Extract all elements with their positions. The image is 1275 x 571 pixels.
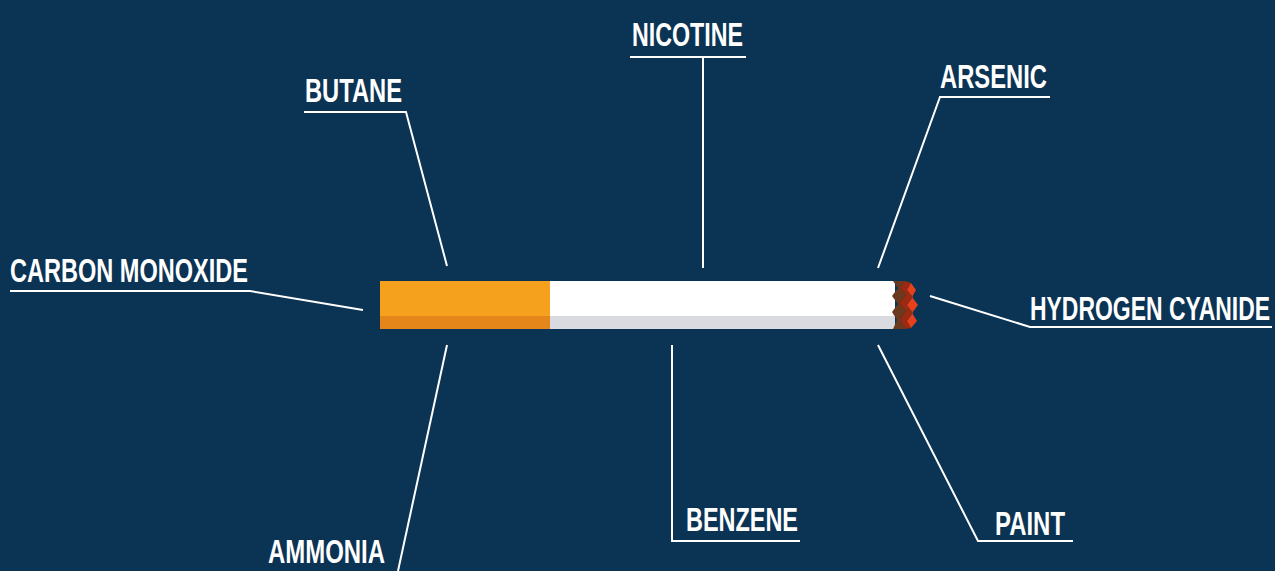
chemical-label: ARSENIC	[940, 59, 1047, 93]
chemical-label: HYDROGEN CYANIDE	[1030, 291, 1270, 325]
chemical-label: BUTANE	[305, 73, 402, 107]
chemical-label: AMMONIA	[268, 534, 385, 568]
chemical-label: PAINT	[995, 506, 1065, 540]
chemical-label: BENZENE	[686, 502, 798, 536]
cigarette	[380, 281, 918, 329]
chemical-label: NICOTINE	[632, 17, 743, 51]
leader-lines	[10, 57, 1272, 571]
chemical-label: CARBON MONOXIDE	[10, 253, 248, 287]
